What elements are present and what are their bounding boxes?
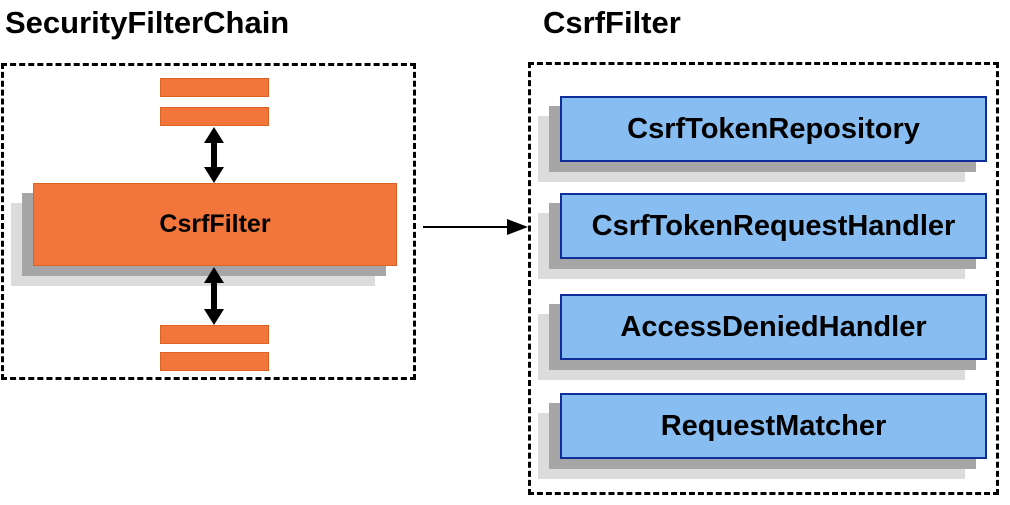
flow-arrow-icon (423, 219, 528, 235)
component-request-matcher: RequestMatcher (538, 393, 987, 479)
filter-placeholder-bar (160, 78, 269, 97)
component-face: CsrfTokenRequestHandler (560, 193, 987, 259)
component-access-denied-handler: AccessDeniedHandler (538, 294, 987, 380)
csrf-filter-components-container (528, 62, 999, 495)
component-label: CsrfTokenRepository (627, 112, 920, 145)
filter-placeholder-bar (160, 352, 269, 371)
bidirectional-arrow-icon (204, 127, 224, 183)
csrf-filter-title: CsrfFilter (543, 5, 681, 40)
security-filter-chain-container (1, 63, 416, 380)
component-csrf-token-repository: CsrfTokenRepository (538, 96, 987, 182)
component-label: CsrfTokenRequestHandler (591, 209, 956, 242)
component-label: RequestMatcher (660, 409, 887, 442)
component-face: RequestMatcher (560, 393, 987, 459)
component-csrf-token-request-handler: CsrfTokenRequestHandler (538, 193, 987, 279)
filter-placeholder-bar (160, 325, 269, 344)
csrf-filter-node-face: CsrfFilter (33, 183, 397, 266)
bidirectional-arrow-icon (204, 267, 224, 325)
component-face: CsrfTokenRepository (560, 96, 987, 162)
csrf-filter-node-label: CsrfFilter (159, 210, 271, 238)
filter-placeholder-bar (160, 107, 269, 126)
security-filter-chain-title: SecurityFilterChain (5, 5, 290, 40)
component-face: AccessDeniedHandler (560, 294, 987, 360)
csrf-filter-node: CsrfFilter (11, 183, 397, 286)
component-label: AccessDeniedHandler (620, 310, 927, 343)
